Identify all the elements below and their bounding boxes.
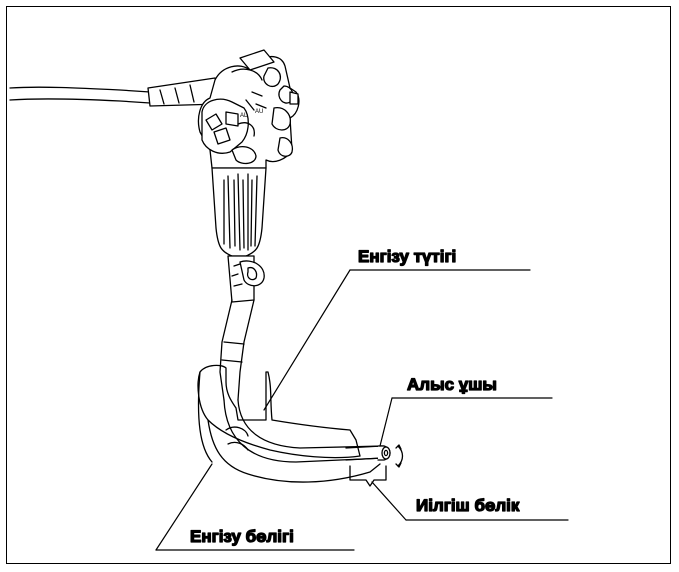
insertion-tube-shaft — [220, 300, 254, 400]
bending-section-leader — [372, 482, 406, 520]
label-insertion-tube: Енгізу түтігі — [358, 247, 456, 266]
bending-section — [346, 446, 382, 460]
svg-text:AL: AL — [240, 113, 248, 119]
bending-direction-arrow — [396, 445, 403, 467]
svg-text:AU: AU — [255, 109, 263, 115]
insertion-tube-curve — [224, 400, 384, 462]
insertion-tube-leader — [264, 270, 350, 410]
distal-end-leader — [380, 398, 392, 446]
label-bending-section: Иілгіш бөлік — [416, 496, 520, 515]
distal-tip — [378, 446, 390, 460]
grip-section — [212, 168, 266, 256]
control-body: AL AU — [198, 50, 298, 168]
biopsy-port — [228, 256, 264, 302]
universal-cord — [10, 78, 220, 106]
label-insertion-section: Енгізу бөлігі — [190, 527, 294, 546]
label-distal-end: Алыс ұшы — [407, 375, 497, 394]
scope-holder — [198, 365, 380, 482]
